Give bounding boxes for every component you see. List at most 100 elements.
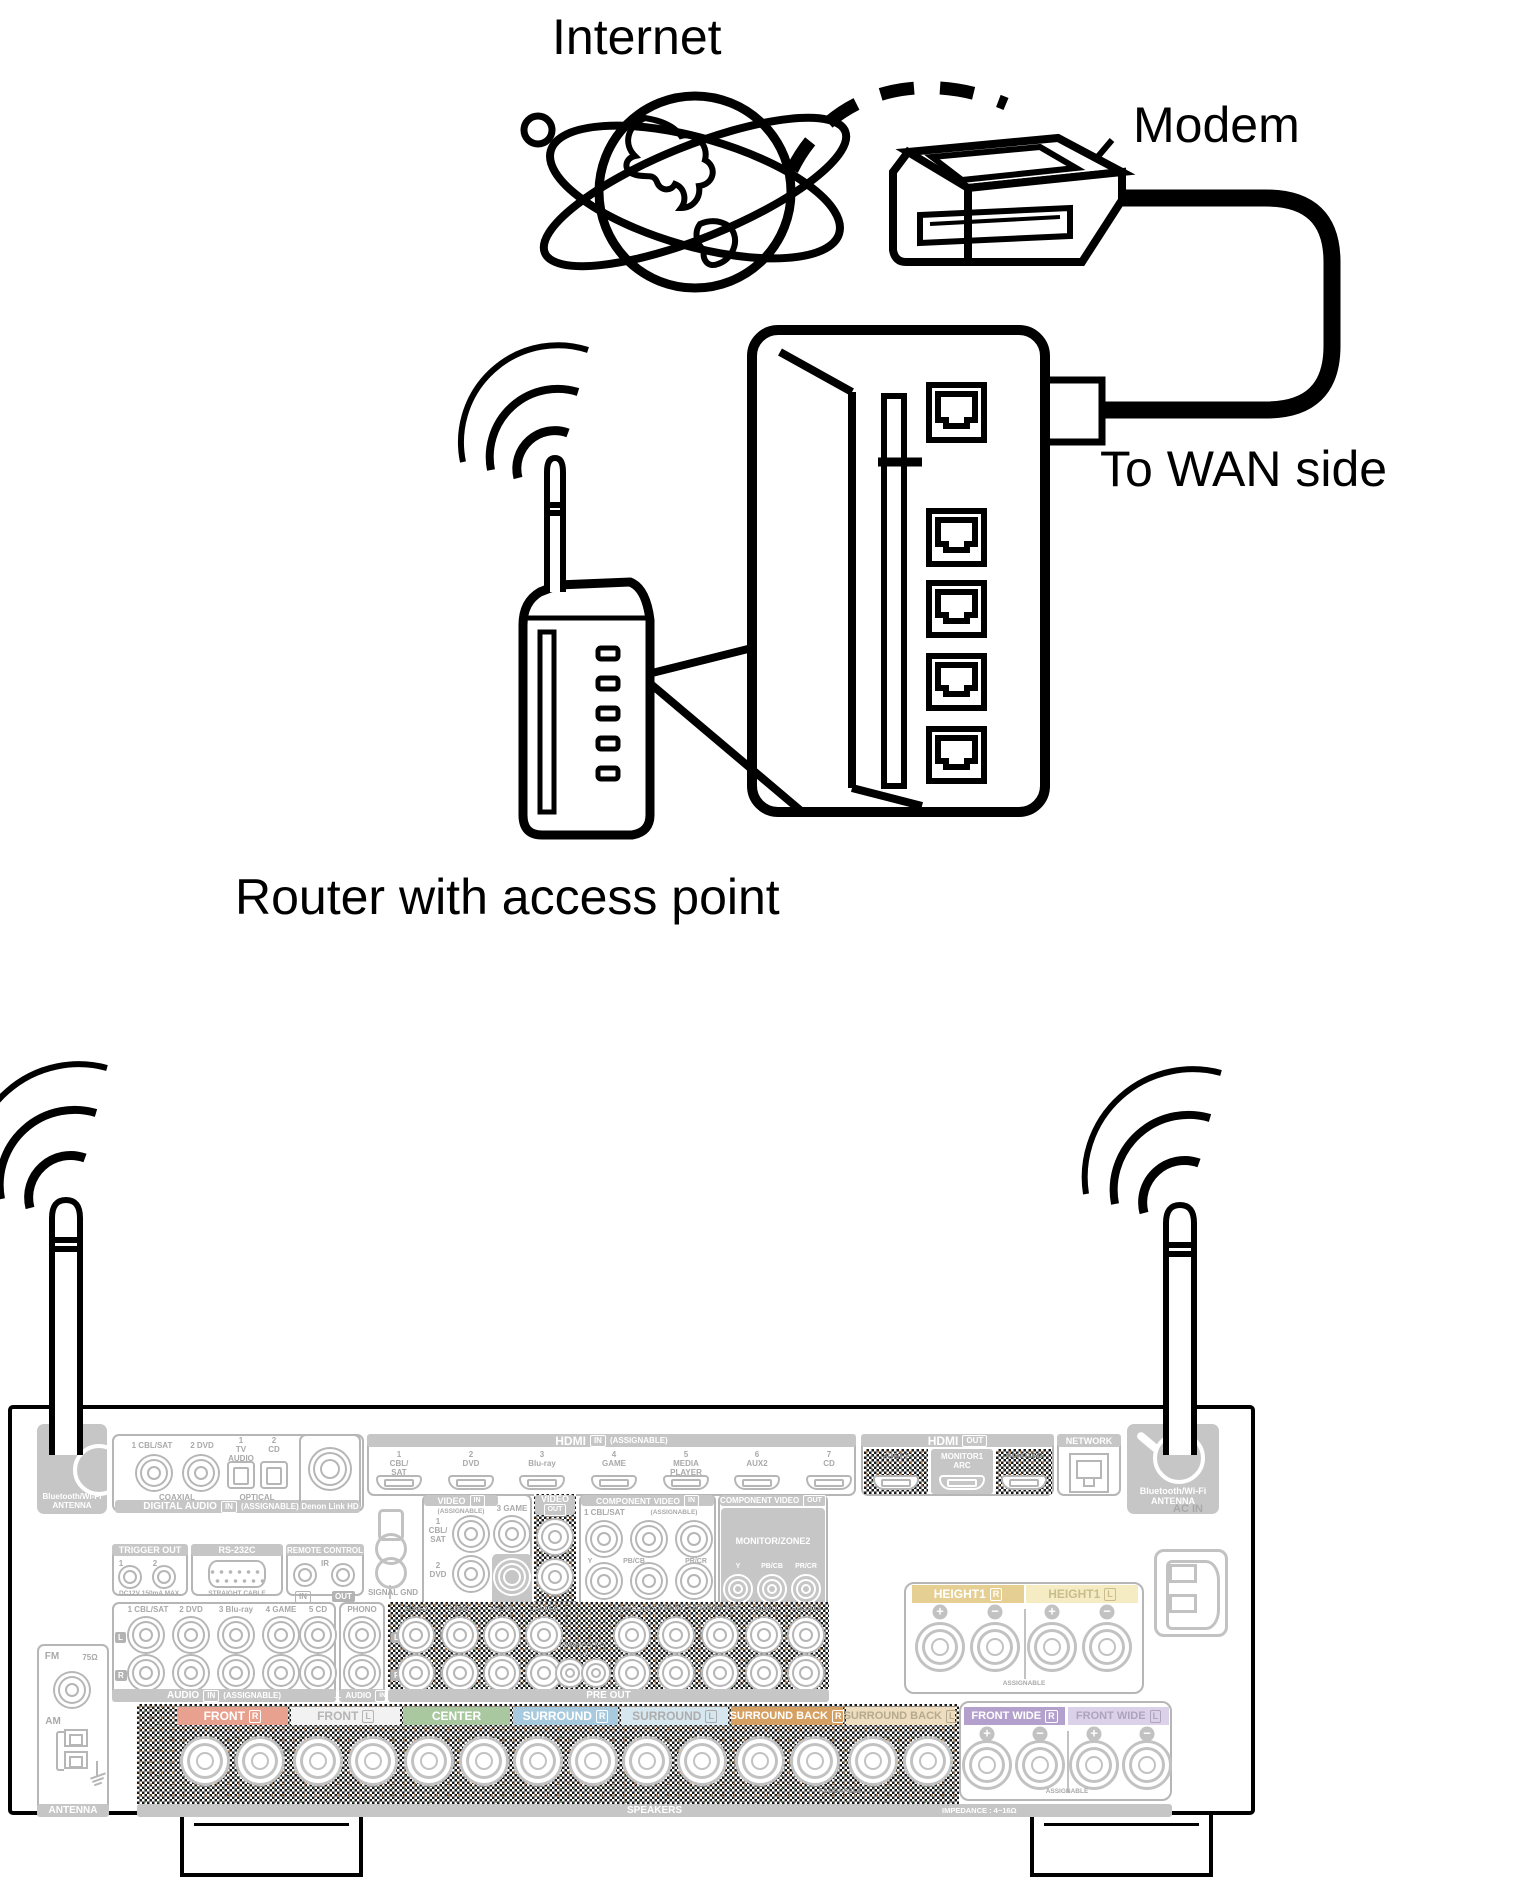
front-wide-post: [1125, 1743, 1169, 1787]
receiver-left-wifi-waves: [0, 1061, 108, 1210]
hdmi-port-4: [591, 1475, 637, 1490]
minus-mark: −: [1099, 1604, 1115, 1620]
ac-in-label: AC IN: [1173, 1503, 1203, 1515]
speaker-post: [296, 1739, 340, 1783]
bt-antenna-right-label: Bluetooth/Wi-Fi ANTENNA: [1139, 1486, 1207, 1506]
component-out-pb-jack: [759, 1576, 785, 1602]
preout-jack: [615, 1656, 649, 1690]
internet-globe-icon: [520, 91, 851, 293]
speaker-header-center: CENTER: [403, 1707, 510, 1725]
digital-audio-coax2-label: 2 DVD: [190, 1441, 214, 1450]
preout-jack: [443, 1618, 477, 1652]
speaker-post: [793, 1739, 837, 1783]
plus-mark: +: [932, 1604, 948, 1620]
phono-r-jack: [345, 1656, 379, 1690]
antenna-bar: ANTENNA: [37, 1804, 109, 1817]
router-back-view: [747, 325, 1050, 817]
minus-mark: −: [1032, 1726, 1048, 1742]
lan-port-2: [926, 580, 987, 638]
video-out-zone2-jack: [538, 1560, 572, 1594]
network-bar: NETWORK: [1057, 1434, 1121, 1447]
digital-audio-opt1-label: 1 TV AUDIO: [228, 1436, 254, 1463]
remote-out-tag: OUT: [332, 1586, 355, 1604]
router-wifi-waves: [458, 342, 589, 480]
audio-in-jack: [129, 1656, 163, 1690]
preout-sub2-jack: [583, 1660, 609, 1686]
modem-icon: [889, 133, 1136, 266]
router-front-view: [518, 454, 655, 840]
preout-r-tag: R: [391, 1665, 403, 1683]
component-in-y2: [587, 1564, 621, 1598]
wan-port-icon: [926, 382, 987, 443]
height1-assignable: ASSIGNABLE: [1002, 1680, 1046, 1687]
hdmi-out-monitor2-label: MONITOR2: [1005, 1453, 1043, 1460]
component-out-pr-label: PR/CR: [795, 1563, 817, 1570]
remote-in-jack: [295, 1565, 315, 1585]
video-in-dvd-jack: [454, 1557, 488, 1591]
preout-jack: [527, 1656, 561, 1690]
receiver-foot-right: [1030, 1811, 1213, 1877]
video-in-2-label: 2 DVD: [429, 1561, 447, 1579]
preout-jack: [399, 1656, 433, 1690]
hdmi-port-3: [519, 1475, 565, 1490]
preout-height1-label: HEIGHT1: [749, 1606, 779, 1613]
speaker-post: [571, 1739, 615, 1783]
optical-port-1: [227, 1461, 255, 1489]
component-in-pr2: [677, 1564, 711, 1598]
fm-label: FM: [44, 1651, 60, 1662]
plus-mark: +: [1086, 1726, 1102, 1742]
impedance-label: IMPEDANCE : 4~16Ω: [942, 1806, 1017, 1815]
bt-antenna-right-box: Bluetooth/Wi-Fi ANTENNA: [1127, 1424, 1219, 1514]
speakers-bar: SPEAKERS: [137, 1804, 1172, 1817]
preout-center-label: CENTER: [529, 1606, 559, 1613]
preout-subwoofer-nums: 1 2: [578, 1651, 588, 1658]
component-out-y-label: Y: [735, 1563, 741, 1570]
preout-jack: [747, 1656, 781, 1690]
preout-jack: [485, 1618, 519, 1652]
speaker-post: [851, 1739, 895, 1783]
trigger-2-label: 2: [152, 1559, 158, 1568]
speaker-post: [183, 1739, 227, 1783]
coaxial-jack-2: [184, 1456, 218, 1490]
pre-out-bar: PRE OUT: [388, 1689, 829, 1702]
component-in-pr-label: PR/CR: [685, 1558, 707, 1565]
audio-in-jack: [174, 1618, 208, 1652]
audio-in-jack: [219, 1618, 253, 1652]
am-terminal-1: [64, 1729, 88, 1747]
preout-jack: [659, 1618, 693, 1652]
audio-in-5-label: 5 CD: [308, 1605, 328, 1614]
component-in-pr1: [677, 1522, 711, 1556]
audio-in-l-tag: L: [115, 1627, 126, 1645]
preout-jack: [703, 1656, 737, 1690]
minus-mark: −: [1139, 1726, 1155, 1742]
preout-jack: [789, 1618, 823, 1652]
video-out-jack1: [538, 1520, 572, 1554]
optical-label: OPTICAL: [239, 1493, 275, 1502]
video-in-3game-label: 3 GAME: [496, 1504, 528, 1513]
digital-audio-coax1-label: 1 CBL/SAT: [131, 1441, 173, 1450]
preout-surround-back-label: SURROUND BACK: [651, 1606, 705, 1612]
preout-jack: [615, 1618, 649, 1652]
preout-front-label: FRONT: [489, 1606, 515, 1613]
trigger-jack-1: [120, 1567, 140, 1587]
component-in-pb-label: PB/CB: [623, 1558, 645, 1565]
preout-zone2-label: ZONE2: [404, 1606, 428, 1613]
speaker-post: [906, 1739, 950, 1783]
hdmi-out-zone2-port: [873, 1475, 919, 1490]
front-wide-divider: [1067, 1731, 1069, 1793]
audio-in-jack: [219, 1656, 253, 1690]
preout-jack: [747, 1618, 781, 1652]
trigger-out-bar: TRIGGER OUT: [112, 1544, 188, 1556]
wan-plug-icon: [961, 353, 1106, 446]
speaker-post: [738, 1739, 782, 1783]
preout-l-tag: L: [391, 1627, 402, 1645]
hdmi-port-1: [376, 1475, 422, 1490]
rs232c-bar: RS-232C: [191, 1544, 283, 1556]
internet-label: Internet: [552, 9, 722, 65]
